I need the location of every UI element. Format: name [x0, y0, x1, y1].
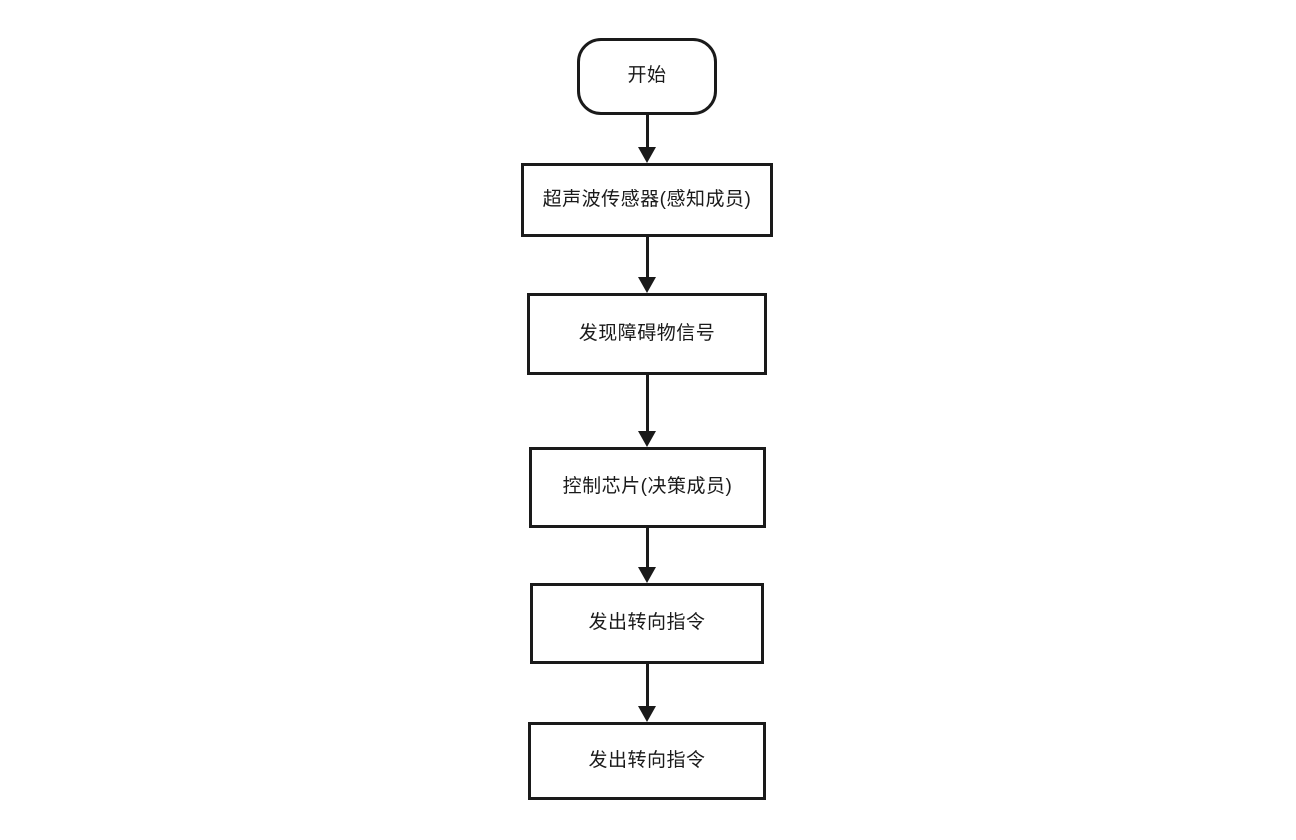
- arrow-line: [645, 237, 649, 278]
- node-label-start: 开始: [627, 65, 667, 87]
- arrow-signal-to-chip: [638, 375, 656, 447]
- flowchart-node-command2[interactable]: 发出转向指令: [528, 722, 766, 800]
- flowchart-node-sensor[interactable]: 超声波传感器(感知成员): [521, 163, 773, 237]
- arrowhead-down-icon: [638, 147, 656, 163]
- arrowhead-down-icon: [638, 706, 656, 722]
- arrow-chip-to-command1: [638, 528, 656, 583]
- arrow-start-to-sensor: [638, 115, 656, 163]
- arrow-line: [645, 375, 649, 432]
- arrowhead-down-icon: [638, 277, 656, 293]
- arrowhead-down-icon: [638, 567, 656, 583]
- arrow-line: [645, 115, 649, 148]
- arrowhead-down-icon: [638, 431, 656, 447]
- flowchart-node-command1[interactable]: 发出转向指令: [530, 583, 764, 664]
- flowchart-node-start[interactable]: 开始: [577, 38, 717, 115]
- node-label-command2: 发出转向指令: [588, 749, 706, 771]
- arrow-line: [645, 528, 649, 568]
- arrow-sensor-to-signal: [638, 237, 656, 293]
- arrow-command1-to-command2: [638, 664, 656, 722]
- arrow-line: [645, 664, 649, 707]
- node-label-command1: 发出转向指令: [588, 612, 706, 634]
- node-label-chip: 控制芯片(决策成员): [562, 476, 733, 498]
- flowchart-node-signal[interactable]: 发现障碍物信号: [527, 293, 767, 375]
- flowchart-node-chip[interactable]: 控制芯片(决策成员): [529, 447, 766, 528]
- node-label-sensor: 超声波传感器(感知成员): [542, 188, 752, 210]
- node-label-signal: 发现障碍物信号: [578, 322, 716, 344]
